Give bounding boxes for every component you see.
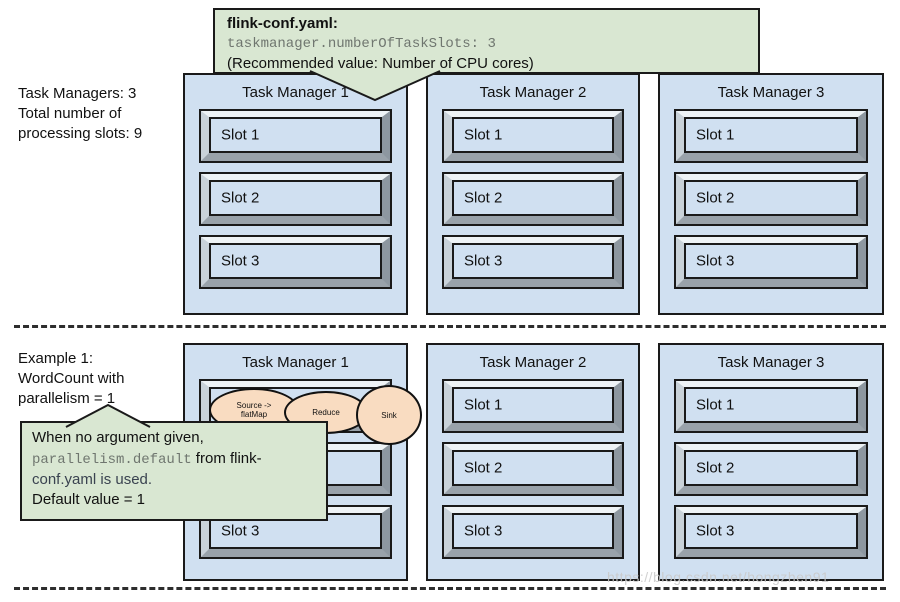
slot: Slot 1 [199,109,392,163]
slot: Slot 3 [442,235,624,289]
slot: Slot 2 [199,172,392,226]
slot-label: Slot 2 [696,459,735,477]
operator-label: flatMap [240,410,268,419]
example1-callout-pointer [65,403,151,428]
cluster-note-line: Task Managers: 3 [18,85,137,102]
config-callout-pointer [309,70,441,102]
example1-callout: When no argument given, parallelism.defa… [20,421,328,521]
slot: Slot 1 [674,109,868,163]
watermark: https://blog.csdn.net/hongzhen91 [607,569,830,585]
slot: Slot 2 [442,442,624,496]
slot: Slot 2 [674,172,868,226]
operator-sink: Sink [356,385,422,445]
example1-callout-line4: Default value = 1 [32,491,145,508]
slot: Slot 1 [674,379,868,433]
slot: Slot 1 [442,379,624,433]
example1-callout-code: parallelism.default [32,451,192,468]
example1-note-line: WordCount with [18,370,125,387]
slot-label: Slot 3 [696,252,735,270]
slot: Slot 3 [674,235,868,289]
task-manager-1: Task Manager 1 Slot 1 Slot 2 Slot 3 [183,73,408,315]
slot-label: Slot 1 [696,126,735,144]
slot-label: Slot 2 [464,189,503,207]
cluster-note: Task Managers: 3 Total number of process… [18,84,142,144]
bottom-divider [14,587,886,590]
slot-label: Slot 2 [464,459,503,477]
operator-label: Sink [381,410,397,420]
config-callout-title: flink-conf.yaml: [227,15,338,32]
slot: Slot 2 [674,442,868,496]
example1-callout-line2-rest: from flink- [191,449,262,467]
slot-stack: Slot 1 Slot 2 Slot 3 [442,379,624,570]
task-manager-title: Task Manager 2 [479,84,587,101]
slot-label: Slot 3 [221,252,260,270]
slot-stack: Slot 1 Slot 2 Slot 3 [674,109,868,300]
row-divider [14,325,886,328]
example1-note-line: parallelism = 1 [18,390,116,407]
slot-label: Slot 3 [464,522,503,540]
slot-label: Slot 3 [696,522,735,540]
slot-label: Slot 2 [221,189,260,207]
operator-label: Reduce [312,408,340,417]
slot-label: Slot 1 [696,396,735,414]
slot-stack: Slot 1 Slot 2 Slot 3 [199,109,392,300]
slot: Slot 2 [442,172,624,226]
slot-label: Slot 1 [221,126,260,144]
example1-note-line: Example 1: [18,350,94,367]
slot-label: Slot 3 [464,252,503,270]
config-callout: flink-conf.yaml: taskmanager.numberOfTas… [213,8,760,74]
example1-task-manager-3: Task Manager 3 Slot 1 Slot 2 Slot 3 [658,343,884,581]
task-manager-3: Task Manager 3 Slot 1 Slot 2 Slot 3 [658,73,884,315]
task-manager-2: Task Manager 2 Slot 1 Slot 2 Slot 3 [426,73,640,315]
example1-callout-line2: parallelism.default from flink- [32,449,316,470]
example1-callout-line1: When no argument given, [32,429,204,446]
operator-label: Source -> [236,401,272,410]
task-manager-title: Task Manager 2 [479,354,587,371]
slot: Slot 3 [442,505,624,559]
slot: Slot 3 [674,505,868,559]
slot-label: Slot 3 [221,522,260,540]
task-manager-title: Task Manager 1 [242,354,349,371]
slot-stack: Slot 1 Slot 2 Slot 3 [442,109,624,300]
example1-note: Example 1: WordCount with parallelism = … [18,349,124,409]
config-callout-code: taskmanager.numberOfTaskSlots: 3 [227,36,496,52]
task-manager-title: Task Manager 3 [717,84,825,101]
config-callout-note: (Recommended value: Number of CPU cores) [227,55,534,72]
example1-callout-line3: conf.yaml is used. [32,470,153,488]
slot-label: Slot 2 [696,189,735,207]
slot: Slot 3 [199,235,392,289]
cluster-note-line: processing slots: 9 [18,125,143,142]
slot-label: Slot 1 [464,396,503,414]
task-manager-title: Task Manager 1 [242,84,349,101]
example1-task-manager-2: Task Manager 2 Slot 1 Slot 2 Slot 3 [426,343,640,581]
slot-label: Slot 1 [464,126,503,144]
task-manager-title: Task Manager 3 [717,354,825,371]
slot: Slot 1 [442,109,624,163]
cluster-note-line: Total number of [18,105,122,122]
slot-stack: Slot 1 Slot 2 Slot 3 [674,379,868,570]
